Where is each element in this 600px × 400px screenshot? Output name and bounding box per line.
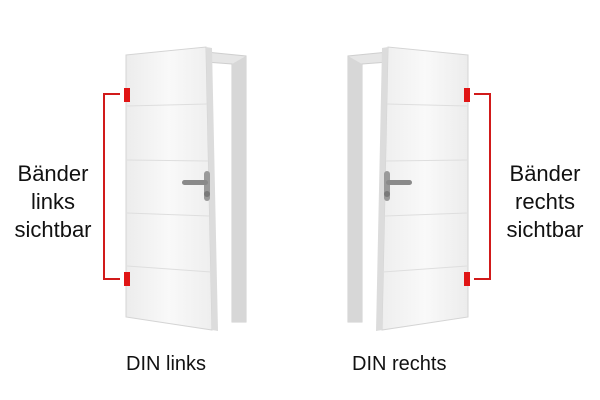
left-hinge-label-line-1: Bänder: [17, 161, 89, 186]
left-bottom-hinge: [124, 272, 130, 286]
left-hinge-label-line-3: sichtbar: [14, 217, 92, 242]
right-door: [347, 46, 491, 331]
left-door-leaf: [125, 46, 213, 331]
right-hinge-label: Bänder rechts sichtbar: [490, 160, 600, 244]
left-top-hinge: [124, 88, 130, 102]
right-bottom-hinge: [464, 272, 470, 286]
right-door-handle-icon: [384, 171, 412, 201]
left-hinge-label-line-2: links: [30, 189, 75, 214]
left-door-caption: DIN links: [126, 353, 207, 375]
left-hinge-bracket: [103, 93, 120, 280]
left-door-handle-icon: [182, 171, 210, 201]
left-door-grooves: [126, 103, 212, 273]
right-door-leaf: [381, 46, 469, 331]
right-hinge-label-line-2: rechts: [515, 189, 575, 214]
right-door-caption: DIN rechts: [352, 353, 447, 375]
right-top-hinge: [464, 88, 470, 102]
left-hinge-label: Bänder links sichtbar: [0, 160, 108, 244]
right-hinge-label-line-3: sichtbar: [506, 217, 584, 242]
right-door-grooves: [382, 103, 468, 273]
right-hinge-label-line-1: Bänder: [509, 161, 581, 186]
right-hinge-bracket: [474, 93, 491, 280]
left-door: [103, 46, 247, 331]
